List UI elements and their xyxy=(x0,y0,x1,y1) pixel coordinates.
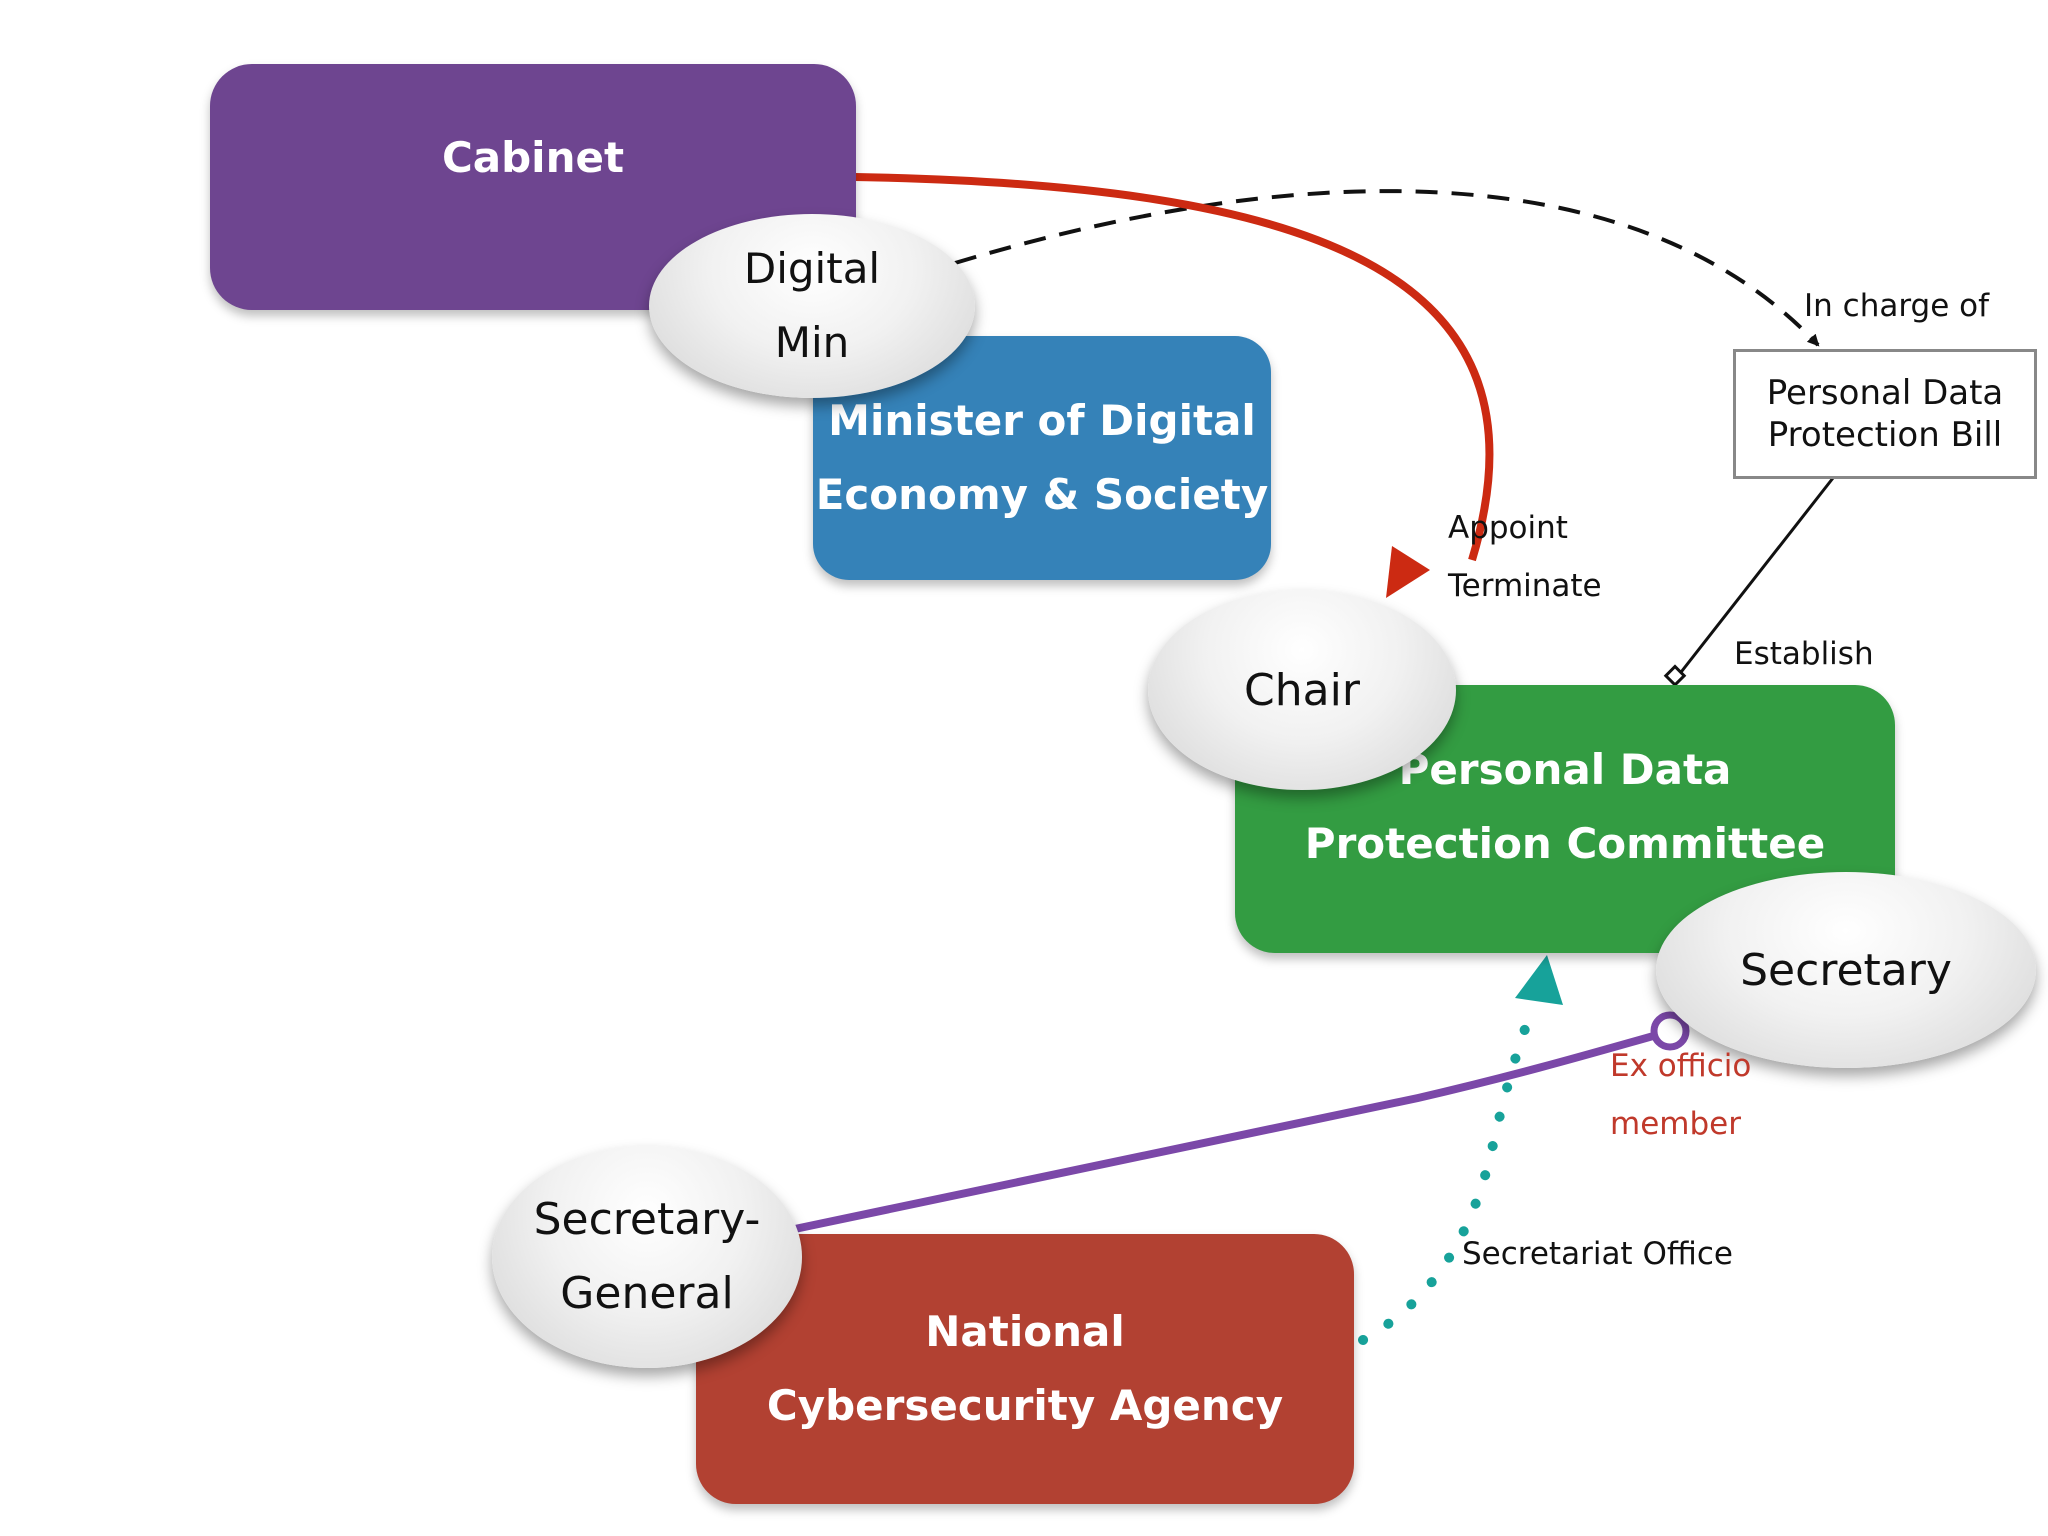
secretary-general-line-2: General xyxy=(560,1268,734,1319)
cabinet-label: Cabinet xyxy=(441,132,625,182)
in-charge-edge xyxy=(954,189,1820,347)
ex-officio-endpoint xyxy=(1650,1011,1690,1051)
bill-label-line-2: Protection Bill xyxy=(1767,415,2003,455)
committee-label-line-2: Protection Committee xyxy=(1304,819,1826,868)
establish-edge xyxy=(1676,477,1835,677)
establish-diamond xyxy=(1663,664,1687,688)
minister-label-line-2: Economy & Society xyxy=(815,470,1269,519)
oval-secretary-general: Secretary- General xyxy=(492,1146,802,1368)
secretary-label: Secretary xyxy=(1740,944,1952,996)
oval-chair: Chair xyxy=(1148,590,1456,790)
secretariat-label: Secretariat Office xyxy=(1462,1236,1733,1272)
oval-digital-min: Digital Min xyxy=(649,214,975,398)
ex-officio-edge xyxy=(789,1029,1666,1234)
secretariat-arrowhead xyxy=(1515,955,1563,1005)
oval-secretary: Secretary xyxy=(1656,872,2036,1068)
secretariat-edge xyxy=(1358,997,1540,1345)
minister-label-line-1: Minister of Digital xyxy=(828,396,1256,445)
node-bill: Personal Data Protection Bill xyxy=(1733,349,2037,479)
secretary-general-line-1: Secretary- xyxy=(533,1194,761,1245)
establish-label: Establish xyxy=(1734,636,1874,672)
appoint-label: Appoint xyxy=(1448,510,1568,546)
agency-label-line-2: Cybersecurity Agency xyxy=(766,1381,1284,1430)
in-charge-label: In charge of xyxy=(1804,288,1990,324)
digital-min-line-1: Digital xyxy=(743,244,881,293)
appoint-edge xyxy=(854,173,1494,562)
committee-label-line-1: Personal Data xyxy=(1398,745,1732,794)
bill-label-line-1: Personal Data xyxy=(1766,372,2004,413)
agency-label-line-1: National xyxy=(925,1307,1125,1356)
member-label: member xyxy=(1610,1106,1741,1142)
appoint-arrowhead xyxy=(1386,546,1430,598)
chair-label: Chair xyxy=(1244,664,1360,716)
ex-officio-label: Ex officio xyxy=(1610,1048,1752,1084)
terminate-label: Terminate xyxy=(1448,568,1602,604)
node-agency: National Cybersecurity Agency xyxy=(696,1234,1354,1504)
digital-min-line-2: Min xyxy=(774,318,850,367)
